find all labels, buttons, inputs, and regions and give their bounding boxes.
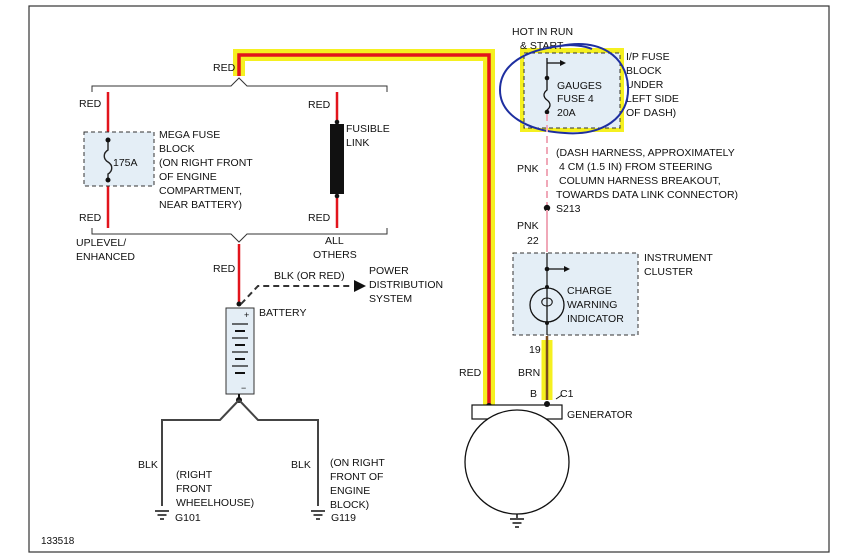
splice-note-3: COLUMN HARNESS BREAKOUT, [559, 175, 721, 187]
fuse-block-loc-3: UNDER [626, 79, 664, 91]
battery-label: BATTERY [259, 307, 306, 319]
ground-g119-loc-3: ENGINE [330, 485, 370, 497]
ground-g101: BLK (RIGHT FRONT WHEELHOUSE) G101 [138, 459, 254, 524]
ground-g119: BLK (ON RIGHT FRONT OF ENGINE BLOCK) G11… [291, 457, 385, 524]
battery-plus: + [244, 310, 249, 320]
variant-bracket [91, 77, 388, 92]
ground-symbol-icon [311, 510, 325, 520]
fuse-name-2: FUSE 4 [557, 93, 594, 105]
ground-g119-loc-4: BLOCK) [330, 499, 369, 511]
ground-symbol-icon [510, 518, 524, 528]
cluster-pin-19: 19 [529, 344, 541, 356]
splice-note-4: TOWARDS DATA LINK CONNECTOR) [556, 189, 738, 201]
variant-others-1: ALL [325, 235, 344, 247]
splice-dot [543, 204, 551, 212]
mega-fuse-desc-6: NEAR BATTERY) [159, 199, 242, 211]
pds-label-2: DISTRIBUTION [369, 279, 443, 291]
fusible-link-desc-2: LINK [346, 137, 369, 149]
generator-feed-color: RED [459, 367, 482, 379]
mega-fuse-branch: 175A RED RED MEGA FUSE BLOCK (ON RIGHT F… [76, 92, 253, 263]
ground-wire-g119 [238, 399, 319, 506]
fuse-symbol-icon [543, 80, 551, 111]
fuse-symbol-icon [103, 140, 113, 180]
mega-fuse-block-box [83, 131, 155, 187]
splice-note-1: (DASH HARNESS, APPROXIMATELY [556, 147, 735, 159]
variant-others-2: OTHERS [313, 249, 357, 261]
hot-in-run-1: HOT IN RUN [512, 26, 573, 38]
mega-fuse-desc-3: (ON RIGHT FRONT [159, 157, 253, 169]
ground-g101-loc-2: FRONT [176, 483, 213, 495]
generator-terminal: B [530, 388, 537, 400]
pnk-wire-below: PNK [517, 220, 539, 232]
fuse-block-loc-2: BLOCK [626, 65, 662, 77]
ground-g101-loc-3: WHEELHOUSE) [176, 497, 254, 509]
instrument-cluster: CHARGE WARNING INDICATOR INSTRUMENT CLUS… [512, 252, 713, 336]
red-feed-wire [237, 53, 491, 405]
battery-section: RED BLK (OR RED) POWER DISTRIBUTION SYST… [161, 244, 443, 506]
ground-g101-loc-1: (RIGHT [176, 469, 213, 481]
pnk-wire-above: PNK [517, 163, 539, 175]
charge-indicator-2: WARNING [567, 299, 617, 311]
pds-label-1: POWER [369, 265, 409, 277]
cluster-label-1: INSTRUMENT [644, 252, 713, 264]
splice-note-2: 4 CM (1.5 IN) FROM STEERING [559, 161, 712, 173]
fuse-block-loc-1: I/P FUSE [626, 51, 670, 63]
fusible-link-top-color: RED [308, 99, 331, 111]
splice-s213: PNK (DASH HARNESS, APPROXIMATELY 4 CM (1… [517, 114, 738, 252]
cluster-pin-22: 22 [527, 235, 539, 247]
generator: GENERATOR [464, 401, 633, 528]
pds-wire-color: BLK (OR RED) [274, 270, 345, 282]
arrow-right-icon [560, 60, 566, 66]
fusible-link-branch: RED RED FUSIBLE LINK ALL OTHERS [308, 92, 390, 261]
figure-id: 133518 [41, 536, 75, 547]
arrow-right-icon [564, 266, 570, 272]
variant-bracket-bottom [91, 228, 388, 243]
mega-fuse-top-color: RED [79, 98, 102, 110]
mega-fuse-bottom-color: RED [79, 212, 102, 224]
fuse-block-box [523, 52, 621, 129]
battery-symbol-icon [225, 307, 255, 395]
fuse-rating: 20A [557, 107, 576, 119]
ground-g119-id: G119 [331, 512, 356, 524]
splice-id: S213 [556, 203, 581, 215]
hot-in-run-2: & START [520, 40, 564, 52]
variant-uplevel-1: UPLEVEL/ [76, 237, 126, 249]
ground-g101-wire: BLK [138, 459, 158, 471]
generator-label: GENERATOR [567, 409, 633, 421]
battery-feed-color: RED [213, 263, 236, 275]
pen-annotation-circle [498, 43, 630, 135]
mega-fuse-desc-4: OF ENGINE [159, 171, 217, 183]
ip-fuse-block: HOT IN RUN & START GAUGES FUSE 4 20A I/P… [512, 26, 679, 129]
ground-g119-wire: BLK [291, 459, 311, 471]
pds-dashed-wire [240, 285, 352, 305]
brn-wire-color: BRN [518, 367, 540, 379]
fusible-link-desc-1: FUSIBLE [346, 123, 390, 135]
arrow-right-icon [354, 280, 366, 292]
generator-connector: C1 [560, 388, 574, 400]
mega-fuse-desc-1: MEGA FUSE [159, 129, 220, 141]
diagram-frame [28, 5, 830, 553]
mega-fuse-desc-2: BLOCK [159, 143, 195, 155]
mega-fuse-rating: 175A [113, 157, 138, 169]
fusible-link-symbol-icon [330, 124, 344, 194]
pds-label-3: SYSTEM [369, 293, 412, 305]
top-wire-color-label: RED [213, 62, 236, 74]
ground-g119-loc-1: (ON RIGHT [330, 457, 385, 469]
fuse-block-loc-5: OF DASH) [626, 107, 676, 119]
ground-g119-loc-2: FRONT OF [330, 471, 383, 483]
battery-minus: − [241, 383, 246, 393]
ground-symbol-icon [155, 510, 169, 520]
charge-indicator-3: INDICATOR [567, 313, 624, 325]
generator-symbol-icon [464, 409, 570, 515]
mega-fuse-desc-5: COMPARTMENT, [159, 185, 242, 197]
fusible-link-bottom-color: RED [308, 212, 331, 224]
cluster-label-2: CLUSTER [644, 266, 693, 278]
fuse-block-loc-4: LEFT SIDE [626, 93, 679, 105]
charge-indicator-1: CHARGE [567, 285, 612, 297]
ground-wire-g101 [161, 399, 240, 506]
ground-g101-id: G101 [175, 512, 201, 524]
fuse-name-1: GAUGES [557, 80, 602, 92]
variant-uplevel-2: ENHANCED [76, 251, 135, 263]
